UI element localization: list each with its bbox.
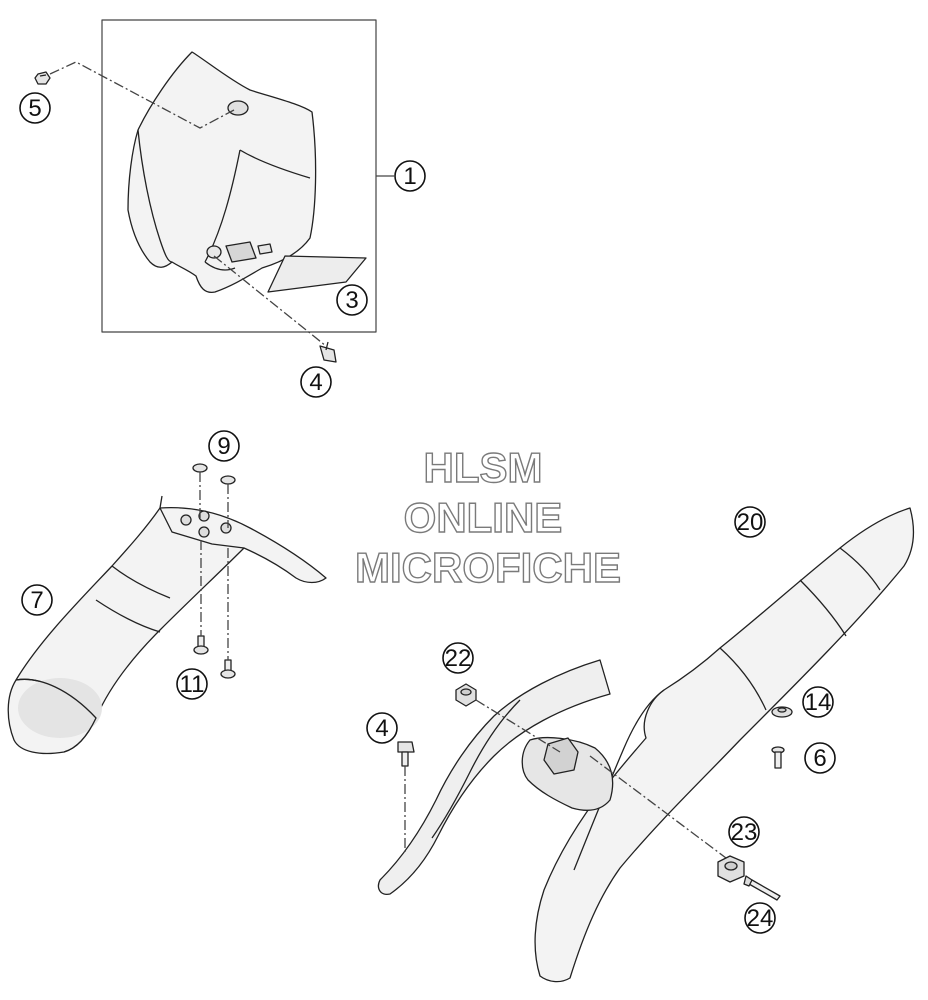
callout-number: 3 [345, 287, 358, 314]
watermark: HLSM ONLINE MICROFICHE [354, 443, 621, 591]
callout-number: 1 [403, 163, 416, 190]
callout-c23: 23 [728, 816, 760, 848]
screw-11b [220, 659, 236, 679]
callout-c4a: 4 [300, 366, 332, 398]
callout-number: 14 [805, 689, 832, 716]
callout-number: 9 [217, 433, 230, 460]
leader-22 [475, 699, 561, 753]
rear-fender [534, 507, 915, 983]
callout-circle [21, 584, 53, 616]
bolt-24 [743, 875, 781, 901]
callout-c9: 9 [208, 430, 240, 462]
callout-number: 11 [180, 671, 205, 698]
callout-c20: 20 [734, 506, 766, 538]
leader-5 [49, 61, 235, 129]
leader-22b [589, 755, 727, 859]
washer-9b [220, 475, 236, 485]
callout-c14: 14 [802, 686, 834, 718]
callout-circle [744, 902, 776, 934]
front-fender-stud [159, 495, 163, 509]
callout-circle [802, 686, 834, 718]
mount-hole-4 [220, 522, 232, 534]
callout-c1: 1 [394, 160, 426, 192]
callout-circle [734, 506, 766, 538]
plate-clip-small [257, 243, 273, 255]
callout-number: 23 [731, 819, 758, 846]
number-plate-decal [267, 255, 367, 293]
plate-vent [227, 100, 249, 116]
front-fender-stripe [95, 565, 171, 633]
screw-4b [397, 741, 415, 767]
rear-fender-bracket [543, 737, 579, 775]
nut-22 [455, 683, 477, 707]
callout-c11: 11 [176, 668, 208, 700]
mount-hole-2 [198, 510, 210, 522]
watermark-line-2: ONLINE [404, 494, 563, 541]
washer-9a [192, 463, 208, 473]
callout-c3: 3 [336, 284, 368, 316]
callout-c7: 7 [21, 584, 53, 616]
watermark-line-3: MICROFICHE [355, 544, 621, 591]
callout-number: 6 [813, 745, 826, 772]
plate-left-fold [137, 129, 173, 263]
callout-circle [300, 366, 332, 398]
callout-number: 22 [445, 645, 472, 672]
plate-boss [206, 245, 222, 259]
rear-fender-stripe-2 [719, 647, 767, 711]
callout-circle [394, 160, 426, 192]
callout-number: 20 [737, 509, 764, 536]
leader-4a [213, 255, 327, 347]
front-fender-edge [15, 678, 97, 753]
mount-hole-3 [198, 526, 210, 538]
callout-circle [804, 742, 836, 774]
callout-circle [366, 712, 398, 744]
front-fender-shadow [18, 678, 102, 738]
callout-circle [19, 92, 51, 124]
callout-c6: 6 [804, 742, 836, 774]
front-fender-top [159, 507, 245, 549]
callout-c22: 22 [442, 642, 474, 674]
rear-fender-stripe-1 [799, 547, 881, 637]
callout-circle [176, 668, 208, 700]
watermark-line-1: HLSM [424, 444, 543, 491]
callouts: 1 3 4 5 9 7 11 20 22 4 14 6 23 24 [19, 92, 836, 934]
number-plate-assembly [34, 19, 394, 363]
callout-circle [208, 430, 240, 462]
callout-c5: 5 [19, 92, 51, 124]
plate-clip [225, 241, 257, 263]
spacer-23 [717, 855, 745, 883]
rear-fender-support [377, 659, 611, 895]
washer-14 [771, 706, 793, 718]
callout-number: 4 [309, 369, 322, 396]
callout-c24: 24 [744, 902, 776, 934]
screw-5 [34, 71, 51, 85]
rear-fender-assembly [377, 507, 915, 983]
number-plate [127, 51, 317, 294]
screw-6 [771, 746, 785, 769]
screw-11a [193, 635, 209, 655]
front-fender-assembly [7, 463, 327, 755]
callout-c4b: 4 [366, 712, 398, 744]
callout-number: 4 [375, 715, 388, 742]
callout-number: 5 [28, 95, 41, 122]
callout-number: 7 [30, 587, 43, 614]
rear-fender-inner-arm [573, 689, 665, 871]
callout-circle [336, 284, 368, 316]
callout-circle [442, 642, 474, 674]
rear-fender-support-rib [431, 699, 521, 839]
mount-hole-1 [180, 514, 192, 526]
callout-number: 24 [747, 905, 774, 932]
screw-4a [319, 341, 337, 363]
callout-circle [728, 816, 760, 848]
